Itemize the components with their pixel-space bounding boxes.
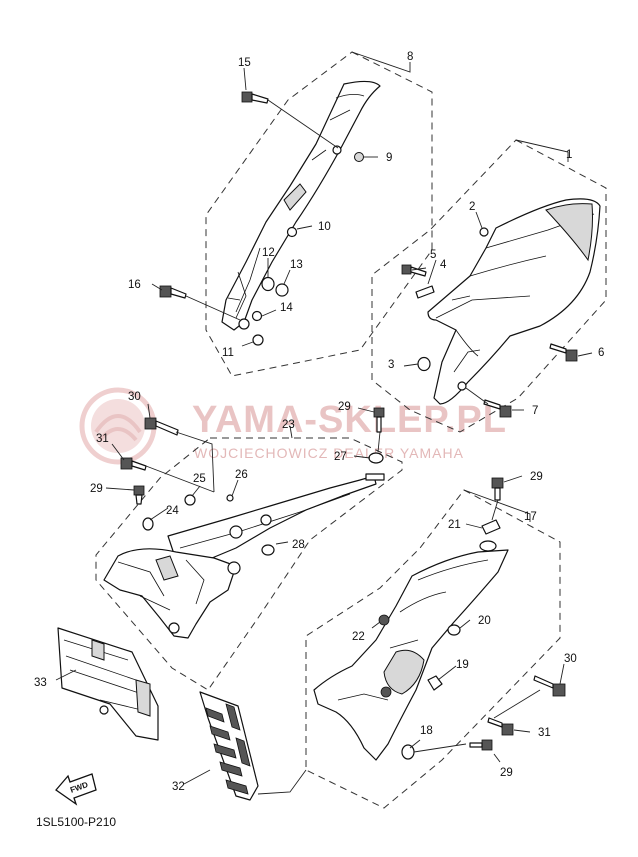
callout-14: 14 [280,302,293,314]
callout-25: 25 [193,473,206,485]
callout-19: 19 [456,659,469,671]
callout-33: 33 [34,677,47,689]
callout-9: 9 [386,152,392,164]
callout-31-left: 31 [96,433,109,445]
callout-15: 15 [238,57,251,69]
leader-lines [55,51,593,795]
nut-22-icon [378,614,390,626]
grommet-2-icon [479,227,489,237]
callout-29-left: 29 [90,483,103,495]
bolt-30-right-icon [533,675,566,697]
callout-32: 32 [172,781,185,793]
callout-26: 26 [235,469,248,481]
group-outline-23 [95,437,403,691]
bolt-31-right-icon [487,717,514,736]
bolt-31-icon [120,457,147,471]
washer-27-icon [368,452,384,464]
callout-7: 7 [532,405,538,417]
bolt-30-icon [144,417,179,436]
callout-24: 24 [166,505,179,517]
damper-21-icon [481,519,501,535]
callout-29-lower: 29 [500,767,513,779]
collar-12-icon [261,276,275,292]
callout-5: 5 [430,249,436,261]
callout-8: 8 [407,51,413,63]
fwd-arrow-icon: FWD [55,773,97,806]
callout-23: 23 [282,419,295,431]
callout-3: 3 [388,359,394,371]
group-outline-1 [371,139,607,433]
callout-21: 21 [448,519,461,531]
callout-27: 27 [334,451,347,463]
collar-13-icon [275,283,289,297]
collar-21b-icon [479,540,497,552]
callout-16: 16 [128,279,141,291]
grille-slots [205,703,251,795]
collar-24-icon [142,517,154,531]
callout-6: 6 [598,347,604,359]
part-32-radiator-grille [199,691,259,801]
callout-10: 10 [318,221,331,233]
callout-28: 28 [292,539,305,551]
diagram-code: 1SL5100-P210 [36,815,116,829]
callout-4: 4 [440,259,447,271]
washer-20-icon [447,624,461,636]
grommet-9-icon [354,152,364,162]
nut-4-icon [415,285,435,299]
callout-11: 11 [222,347,234,359]
callout-17: 17 [524,511,537,523]
callout-29-upper: 29 [338,401,351,413]
washer-14-icon [251,310,263,322]
clip-29-right-icon [491,477,504,501]
part-23-bracket [103,475,377,639]
bolt-15-icon [241,91,269,104]
collar-3b-icon [457,381,467,391]
clip-29-upper-icon [373,407,385,433]
callout-30-right: 30 [564,653,577,665]
grommet-28-icon [261,544,275,556]
callout-20: 20 [478,615,491,627]
washer-11-icon [252,334,264,346]
bolt-16-icon [159,285,187,299]
clip-29-lower-icon [469,739,493,751]
collar-25-icon [184,494,196,506]
grommet-8-icon [332,145,342,155]
watermark-logo-icon [79,387,157,465]
hardware [120,91,578,760]
watermark: YAMA-SKLEP.PL WOJCIECHOWICZ DEALER YAMAH… [79,387,507,465]
callout-18: 18 [420,725,433,737]
part-1-side-fairing [427,198,601,405]
clip-29-left-icon [133,485,145,505]
callouts: 15 8 9 10 12 13 14 11 16 1 2 5 4 6 3 7 3… [34,51,604,793]
group-outline-17 [305,489,561,809]
part-33-radiator-guard [57,627,159,741]
callout-22: 22 [352,631,365,643]
callout-31-right: 31 [538,727,551,739]
washer-10-icon [286,226,298,238]
bolt-6-icon [549,343,578,362]
bolt-7-icon [483,399,512,418]
clip-26-icon [226,494,234,502]
callout-30-left: 30 [128,391,141,403]
part-8-side-cover [221,80,381,331]
plate-27-icon [365,473,385,481]
callout-29-right: 29 [530,471,543,483]
grommet-3-icon [417,356,431,372]
callout-13: 13 [290,259,303,271]
callout-1: 1 [566,149,572,161]
part-17-lower-cover [313,549,509,761]
callout-12: 12 [262,247,275,259]
grommet-18-icon [401,744,415,760]
watermark-subtitle: WOJCIECHOWICZ DEALER YAMAHA [194,445,464,461]
callout-2: 2 [469,201,475,213]
watermark-title: YAMA-SKLEP.PL [192,399,507,441]
